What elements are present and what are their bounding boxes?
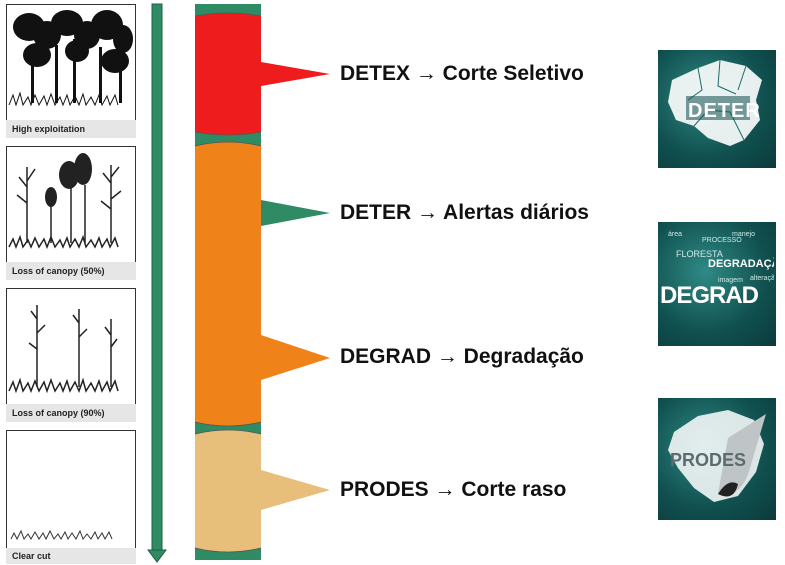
panel-canopy-50 — [6, 146, 136, 264]
panel-canopy-90 — [6, 288, 136, 406]
panel-high-exploitation — [6, 4, 136, 122]
deter-degrad-segment — [195, 142, 330, 426]
panel-caption: Loss of canopy (50%) — [6, 262, 136, 280]
prodes-label: PRODES → Corte raso — [340, 478, 567, 501]
cloud-word: manejo — [732, 231, 755, 238]
cloud-word: FLORESTA — [676, 249, 723, 259]
panel-clear-cut — [6, 430, 136, 550]
cloud-word: alteração — [750, 275, 774, 282]
connector-band — [195, 4, 261, 16]
deter-callout-pointer — [261, 200, 330, 226]
degrad-thumbnail: área PROCESSO manejo FLORESTA DEGRADAÇÃO… — [658, 222, 776, 346]
degrad-thumbnail-title: DEGRAD — [660, 282, 759, 309]
cloud-word: área — [668, 231, 683, 238]
prodes-thumbnail: PRODES — [658, 398, 776, 520]
prodes-thumbnail-title: PRODES — [670, 450, 747, 470]
prodes-segment — [195, 430, 330, 552]
downward-arrow-head — [147, 549, 167, 563]
panel-caption: Loss of canopy (90%) — [6, 404, 136, 422]
detex-segment — [195, 13, 330, 135]
deter-thumbnail: DETER — [658, 50, 776, 168]
degrad-label: DEGRAD → Degradação — [340, 345, 584, 368]
cloud-word: DEGRADAÇÃO — [708, 258, 774, 270]
dense-forest-illustration — [8, 10, 133, 107]
detex-label: DETEX → Corte Seletivo — [340, 62, 584, 85]
partial-forest-illustration — [8, 153, 122, 250]
connector-band — [195, 132, 261, 146]
downward-arrow-shaft — [151, 3, 163, 553]
cloud-word: imagem — [718, 277, 743, 284]
sparse-forest-illustration — [8, 305, 119, 394]
brazil-map-peel-icon — [668, 410, 766, 502]
deter-label: DETER → Alertas diários — [340, 201, 589, 224]
cloud-word: PROCESSO — [702, 237, 742, 244]
panel-caption: High exploitation — [6, 120, 136, 138]
clear-cut-illustration — [10, 529, 113, 541]
brazil-map-icon — [668, 59, 762, 146]
panel-caption: Clear cut — [6, 548, 136, 564]
deter-thumbnail-title: DETER — [688, 100, 761, 122]
word-cloud: área PROCESSO manejo FLORESTA DEGRADAÇÃO… — [662, 228, 774, 288]
